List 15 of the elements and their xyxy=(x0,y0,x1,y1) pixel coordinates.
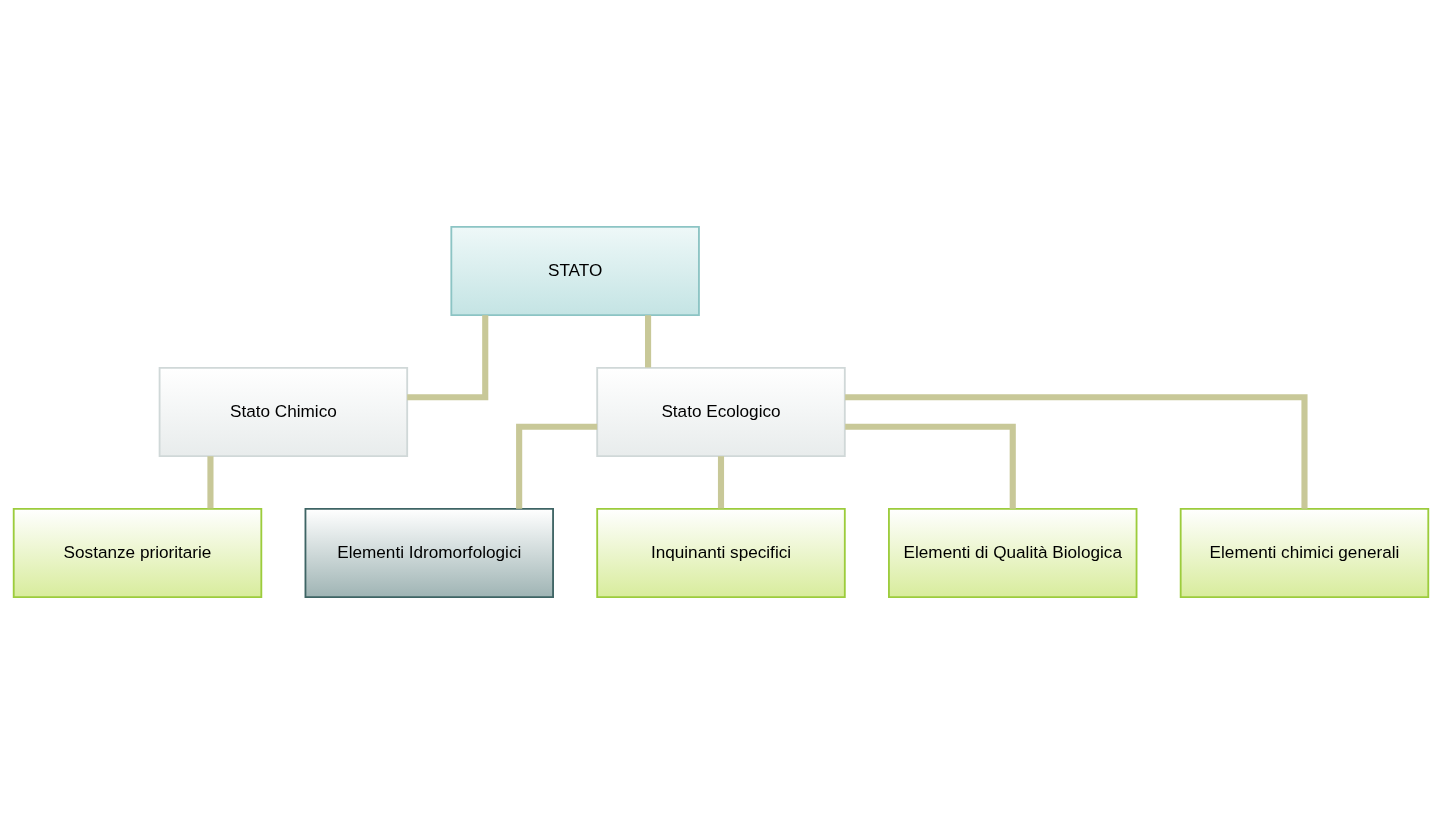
connector xyxy=(845,423,1016,509)
node-box: Elementi chimici generali xyxy=(1179,507,1430,598)
node-box: Stato Chimico xyxy=(158,366,409,458)
node-box: Sostanze prioritarie xyxy=(12,507,263,598)
node-box: Elementi Idromorfologici xyxy=(304,507,554,598)
connector xyxy=(845,394,1308,509)
connector xyxy=(516,423,598,509)
connector xyxy=(207,456,214,509)
connector xyxy=(407,315,489,401)
node-box: STATO xyxy=(450,226,700,317)
connector xyxy=(645,315,652,368)
node-box: Inquinanti specifici xyxy=(596,507,846,598)
node-box: Stato Ecologico xyxy=(596,366,846,458)
node-box: Elementi di Qualità Biologica xyxy=(888,507,1138,598)
connector xyxy=(717,456,725,509)
